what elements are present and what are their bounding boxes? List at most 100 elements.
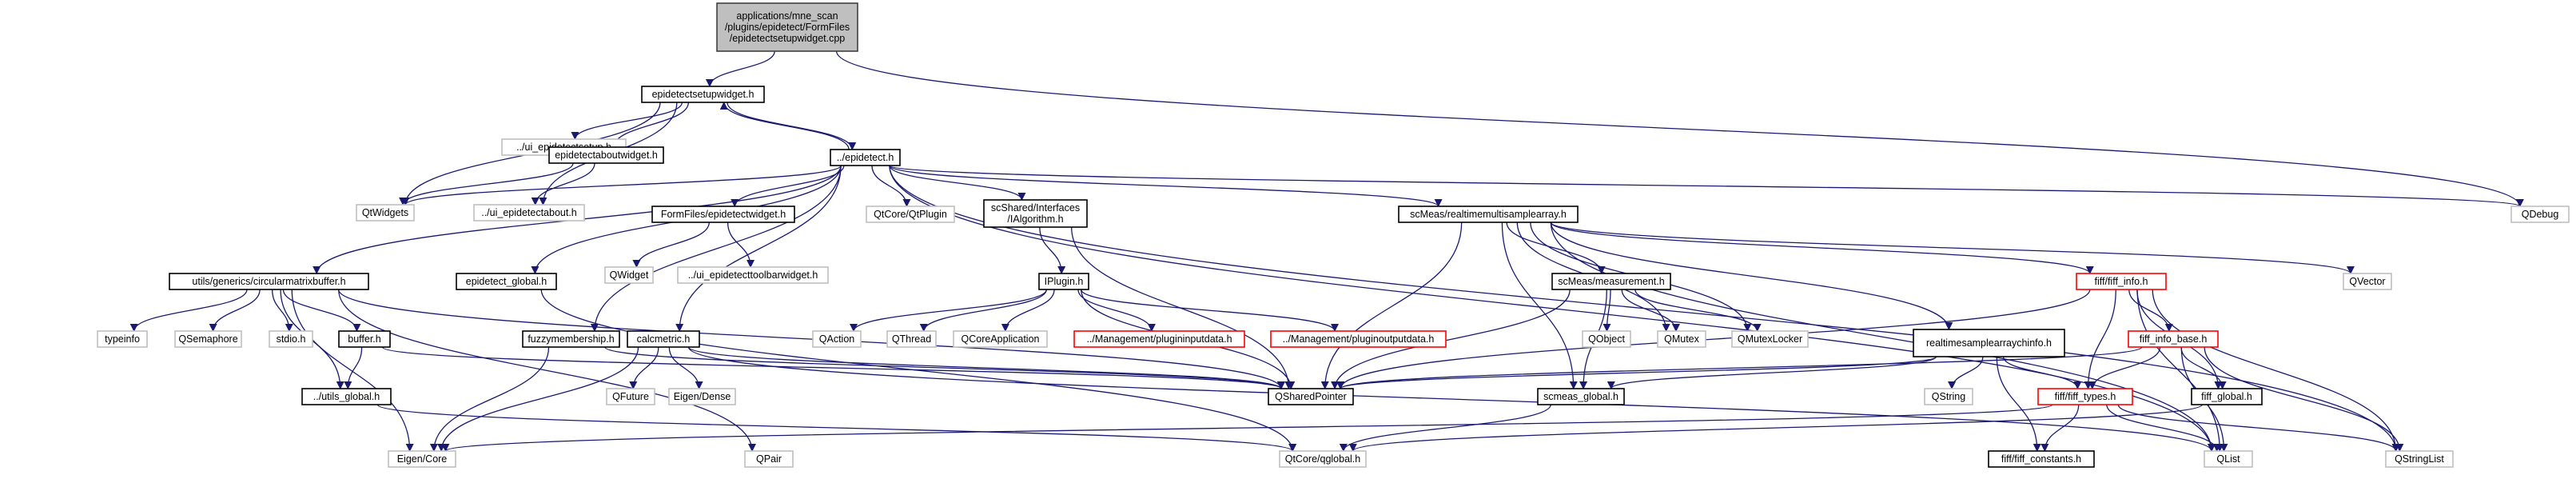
edge-rtsci-to-fifftypes <box>2002 356 2082 389</box>
node-box <box>269 330 313 348</box>
node-box <box>1270 330 1447 348</box>
node-box <box>606 388 655 405</box>
node-buffer[interactable]: buffer.h <box>338 330 391 348</box>
node-aboutwidget[interactable]: epidetectaboutwidget.h <box>548 146 664 164</box>
node-box <box>1279 450 1367 468</box>
node-ui_toolbar[interactable]: ../ui_epidetecttoolbarwidget.h <box>677 266 829 284</box>
node-scmeasglobal[interactable]: scmeas_global.h <box>1537 388 1625 405</box>
node-measurement[interactable]: scMeas/measurement.h <box>1551 273 1671 290</box>
node-qtwidgets[interactable]: QtWidgets <box>356 204 415 222</box>
node-cmb[interactable]: utils/generics/circularmatrixbuffer.h <box>169 273 369 290</box>
edge-fifftypes-to-eigencore <box>442 404 2053 452</box>
node-qthread[interactable]: QThread <box>886 330 937 348</box>
node-qshared[interactable]: QSharedPointer <box>1268 388 1354 405</box>
edge-calcmetric-to-eigendense <box>668 346 703 389</box>
edge-iplugin-to-qcoreapp <box>1001 289 1055 332</box>
node-box <box>1657 330 1706 348</box>
node-eigencore[interactable]: Eigen/Core <box>388 450 456 468</box>
node-pluginoutput[interactable]: ../Management/pluginoutputdata.h <box>1270 330 1447 348</box>
edge-rtmsa-to-rtsci <box>1550 222 1953 330</box>
node-root[interactable]: applications/mne_scan/plugins/epidetect/… <box>716 2 858 52</box>
node-epiglobal[interactable]: epidetect_global.h <box>456 273 557 290</box>
node-fiffconst[interactable]: fiff/fiff_constants.h <box>1988 450 2095 468</box>
node-box <box>1038 273 1089 290</box>
node-label: QAction <box>819 333 855 345</box>
edge-calcmetric-to-qlist <box>687 346 2216 452</box>
node-qlist[interactable]: QList <box>2204 450 2253 468</box>
node-box <box>627 330 700 348</box>
edge-rtsci-to-qshared <box>1336 356 1937 389</box>
edge-aboutwidget-to-qtwidgets <box>399 162 574 206</box>
node-box <box>866 206 955 223</box>
edge-fifftypes-to-fiffconst <box>2040 404 2080 452</box>
node-qstring[interactable]: QString <box>1924 388 1973 405</box>
node-ialgo[interactable]: scShared/Interfaces/IAlgorithm.h <box>983 199 1088 228</box>
node-qglobal[interactable]: QtCore/qglobal.h <box>1279 450 1367 468</box>
node-label: ../epidetect.h <box>837 152 894 163</box>
node-eigendense[interactable]: Eigen/Dense <box>668 388 736 405</box>
node-label: fiff/fiff_types.h <box>2055 391 2116 402</box>
edge-epidetect-to-calcmetric <box>675 165 842 332</box>
edge-cmb-to-stdio <box>271 289 293 332</box>
node-qpair[interactable]: QPair <box>744 450 794 468</box>
edge-calcmetric-to-qshared <box>687 346 1285 389</box>
node-label: QStringList <box>2395 453 2444 465</box>
node-qaction[interactable]: QAction <box>812 330 862 348</box>
node-epidetect[interactable]: ../epidetect.h <box>830 149 901 166</box>
edge-iplugin-to-qaction <box>850 289 1047 332</box>
edge-iplugin-to-pluginoutput <box>1081 289 1339 332</box>
node-qtplugin[interactable]: QtCore/QtPlugin <box>866 206 955 223</box>
node-stdio[interactable]: stdio.h <box>269 330 313 348</box>
edge-buffer-to-qshared <box>381 346 1285 389</box>
edge-cmb-to-qpair <box>338 289 756 452</box>
node-box <box>668 388 736 405</box>
node-utilsglobal[interactable]: ../utils_global.h <box>301 388 392 405</box>
node-qstringlist[interactable]: QStringList <box>2385 450 2454 468</box>
edge-measurement-to-qobject <box>1603 289 1611 332</box>
node-qfuture[interactable]: QFuture <box>606 388 655 405</box>
node-label: ../ui_epidetectabout.h <box>481 207 577 218</box>
node-qvector[interactable]: QVector <box>2343 273 2392 290</box>
edge-iplugin-to-qthread <box>919 289 1047 332</box>
node-epiwidget[interactable]: FormFiles/epidetectwidget.h <box>651 206 795 223</box>
node-rtsci[interactable]: realtimesamplearraychinfo.h <box>1913 329 2065 357</box>
node-label: ../ui_epidetecttoolbarwidget.h <box>688 269 818 281</box>
edge-cmb-to-typeinfo <box>129 289 248 332</box>
node-setupwidget[interactable]: epidetectsetupwidget.h <box>641 86 765 103</box>
node-ui_about[interactable]: ../ui_epidetectabout.h <box>473 204 585 222</box>
node-fiffinfo[interactable]: fiff/fiff_info.h <box>2076 273 2167 290</box>
node-qwidget[interactable]: QWidget <box>604 266 654 284</box>
node-label: typeinfo <box>105 333 140 345</box>
node-box <box>886 330 937 348</box>
node-box <box>388 450 456 468</box>
node-label: epidetectsetupwidget.h <box>652 89 754 100</box>
node-box <box>2128 330 2219 348</box>
node-box <box>174 330 242 348</box>
node-iplugin[interactable]: IPlugin.h <box>1038 273 1089 290</box>
edge-fiffinfo-to-fifftypes <box>2084 289 2116 389</box>
node-typeinfo[interactable]: typeinfo <box>97 330 148 348</box>
node-box <box>2510 206 2570 223</box>
node-fuzzy[interactable]: fuzzymembership.h <box>522 330 620 348</box>
node-fiffglobal[interactable]: fiff_global.h <box>2191 388 2263 405</box>
node-rtmsa[interactable]: scMeas/realtimemultisamplearray.h <box>1398 206 1579 223</box>
node-fifftypes[interactable]: fiff/fiff_types.h <box>2037 388 2133 405</box>
node-label: /IAlgorithm.h <box>1007 214 1063 225</box>
node-plugininput[interactable]: ../Management/plugininputdata.h <box>1073 330 1245 348</box>
edge-rtmsa-to-scmeasglobal <box>1501 222 1578 389</box>
node-qdebug[interactable]: QDebug <box>2510 206 2570 223</box>
node-fiffinfobase[interactable]: fiff_info_base.h <box>2128 330 2219 348</box>
node-label: fiff/fiff_info.h <box>2095 276 2148 287</box>
node-label: IPlugin.h <box>1045 276 1084 287</box>
node-calcmetric[interactable]: calcmetric.h <box>627 330 700 348</box>
node-box <box>1551 273 1671 290</box>
node-qmutexlocker[interactable]: QMutexLocker <box>1731 330 1809 348</box>
edge-aboutwidget-to-ui_about <box>531 162 595 206</box>
node-qobject[interactable]: QObject <box>1582 330 1631 348</box>
node-qmutex[interactable]: QMutex <box>1657 330 1706 348</box>
node-label: scmeas_global.h <box>1543 391 1618 402</box>
node-qsemaphore[interactable]: QSemaphore <box>174 330 242 348</box>
node-qcoreapp[interactable]: QCoreApplication <box>953 330 1048 348</box>
edge-fifftypes-to-qstringlist <box>2117 404 2400 452</box>
